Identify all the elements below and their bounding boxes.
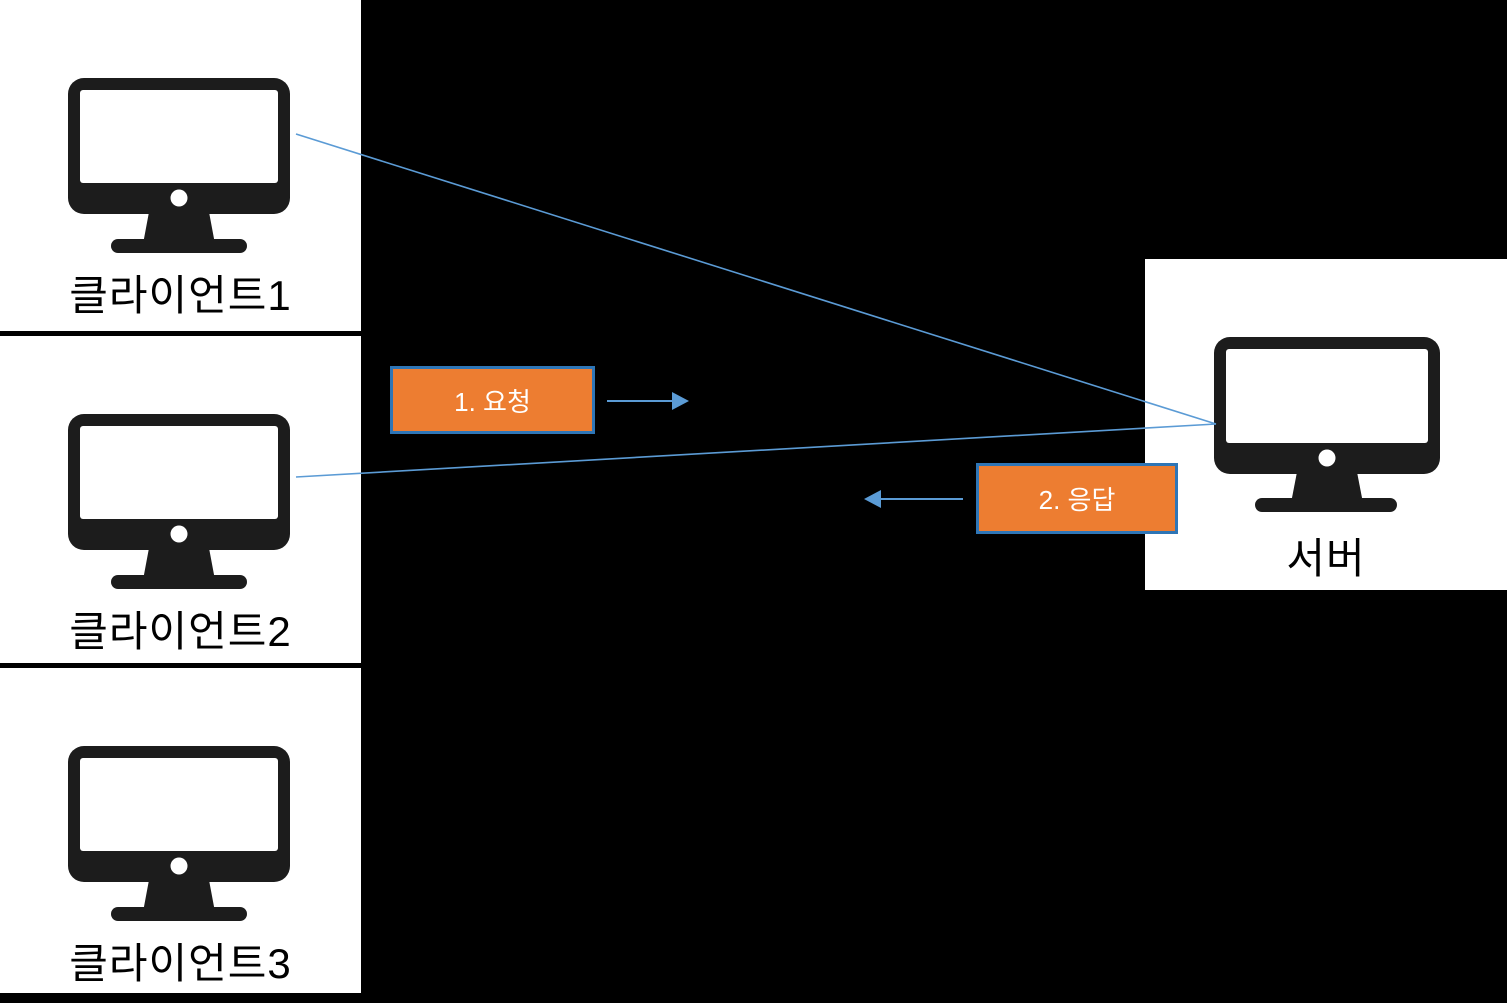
server-node: 서버 <box>1145 259 1507 590</box>
client1-node: 클라이언트1 <box>0 0 361 331</box>
monitor-icon <box>68 414 290 595</box>
client3-node: 클라이언트3 <box>0 668 361 993</box>
request-arrow <box>607 392 689 410</box>
request-message-box: 1. 요청 <box>390 366 595 434</box>
server-label: 서버 <box>1286 535 1366 582</box>
client2-node: 클라이언트2 <box>0 336 361 663</box>
client3-label: 클라이언트3 <box>69 940 292 987</box>
response-arrow <box>864 490 963 508</box>
monitor-icon <box>1214 337 1440 518</box>
client1-label: 클라이언트1 <box>69 272 292 319</box>
monitor-icon <box>68 78 290 259</box>
client2-label: 클라이언트2 <box>69 608 292 655</box>
response-message-box: 2. 응답 <box>976 463 1178 534</box>
monitor-icon <box>68 746 290 927</box>
